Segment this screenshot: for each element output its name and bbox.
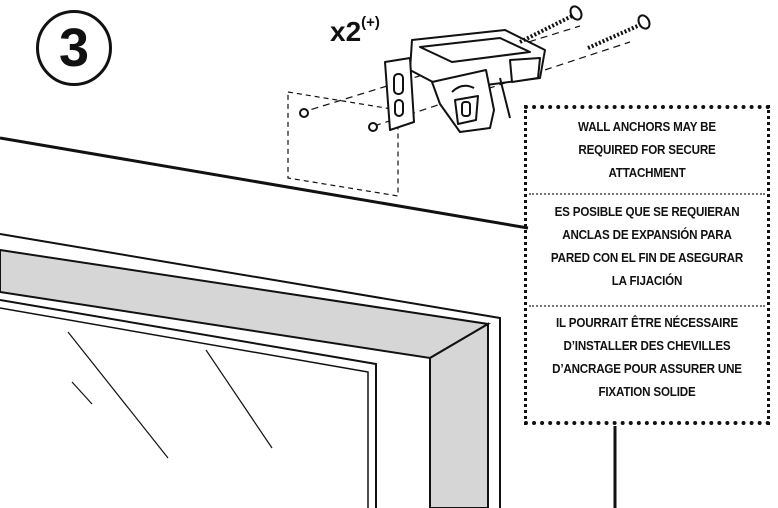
note-line: ATTACHMENT xyxy=(608,165,686,180)
glass-reflection xyxy=(71,381,93,405)
step-number-badge: 3 xyxy=(36,10,112,86)
note-line: WALL ANCHORS MAY BE xyxy=(578,119,716,134)
mounting-bracket xyxy=(384,29,546,133)
note-line: IL POURRAIT ÊTRE NÉCESSAIRE xyxy=(555,315,739,330)
note-line: FIXATION SOLIDE xyxy=(598,384,696,399)
note-divider xyxy=(529,193,765,195)
wall-line xyxy=(0,136,529,230)
screw xyxy=(519,5,583,44)
note-line: REQUIRED FOR SECURE xyxy=(578,142,716,157)
note-french: IL POURRAIT ÊTRE NÉCESSAIRE D’INSTALLER … xyxy=(541,311,752,403)
note-line: LA FIJACIÓN xyxy=(611,273,683,288)
anchor-note-box: WALL ANCHORS MAY BE REQUIRED FOR SECURE … xyxy=(524,105,770,425)
note-line: ES POSIBLE QUE SE REQUIERAN xyxy=(554,204,740,219)
glass-reflection xyxy=(67,331,169,459)
note-line: D’ANCRAGE POUR ASSURER UNE xyxy=(552,361,742,376)
frame-side-face xyxy=(429,322,489,508)
note-divider xyxy=(529,305,765,307)
quantity-note: (+) xyxy=(361,13,380,31)
drill-hole xyxy=(299,108,309,118)
note-line: D’INSTALLER DES CHEVILLES xyxy=(563,338,731,353)
note-english: WALL ANCHORS MAY BE REQUIRED FOR SECURE … xyxy=(541,115,752,184)
drill-hole xyxy=(368,122,378,132)
note-line: ANCLAS DE EXPANSIÓN PARA xyxy=(562,227,732,242)
glass-reflection xyxy=(205,349,273,449)
note-line: PARED CON EL FIN DE ASEGURAR xyxy=(550,250,744,265)
quantity-multiplier: x2 xyxy=(330,16,362,47)
window-frame xyxy=(0,233,501,508)
note-spanish: ES POSIBLE QUE SE REQUIERAN ANCLAS DE EX… xyxy=(541,200,752,292)
screw xyxy=(587,14,651,50)
step-number: 3 xyxy=(58,18,90,78)
quantity-label: x2(+) xyxy=(330,13,380,48)
